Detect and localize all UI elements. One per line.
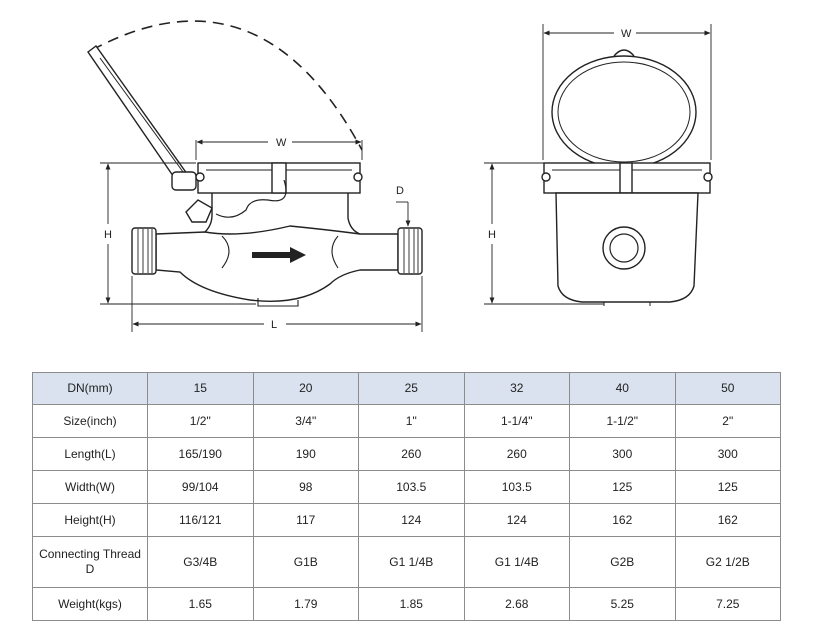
table-row-label: Weight(kgs) xyxy=(32,587,148,621)
side-view-dimensions xyxy=(100,139,423,332)
front-lid xyxy=(551,55,697,169)
table-cell: 1" xyxy=(358,404,465,438)
table-cell: 1.85 xyxy=(358,587,465,621)
table-cell: G2B xyxy=(569,536,676,588)
front-view-dimensions xyxy=(484,24,712,305)
table-cell: 3/4" xyxy=(252,404,359,438)
table-row-label: Width(W) xyxy=(32,470,148,504)
side-length-label: L xyxy=(271,319,277,331)
front-view xyxy=(541,49,713,306)
table-cell: 2.68 xyxy=(463,587,570,621)
table-header-row: DN(mm) 15 20 25 32 40 50 xyxy=(32,372,781,405)
thread-label: D xyxy=(396,185,404,197)
table-row: Connecting Thread D G3/4B G1B G1 1/4B G1… xyxy=(32,536,781,588)
table-header-cell: 25 xyxy=(358,372,465,405)
meter-body xyxy=(155,225,399,302)
open-lid xyxy=(87,45,191,188)
table-cell: 125 xyxy=(569,470,676,504)
front-pipe-opening xyxy=(602,226,646,270)
table-cell: 103.5 xyxy=(463,470,570,504)
front-height-label: H xyxy=(488,229,496,241)
side-view xyxy=(87,20,423,307)
table-cell: 5.25 xyxy=(569,587,676,621)
table-cell: 99/104 xyxy=(147,470,254,504)
table-cell: G3/4B xyxy=(147,536,254,588)
table-cell: G1B xyxy=(252,536,359,588)
table-cell: 162 xyxy=(569,503,676,537)
table-cell: 103.5 xyxy=(358,470,465,504)
table-cell: 1-1/4" xyxy=(463,404,570,438)
table-row-label: Connecting Thread D xyxy=(32,536,148,588)
table-row: Length(L) 165/190 190 260 260 300 300 xyxy=(32,437,781,471)
table-cell: 1-1/2" xyxy=(569,404,676,438)
table-cell: G1 1/4B xyxy=(463,536,570,588)
table-row-label: Length(L) xyxy=(32,437,148,471)
table-cell: 1.79 xyxy=(252,587,359,621)
table-cell: G1 1/4B xyxy=(358,536,465,588)
table-cell: 1/2" xyxy=(147,404,254,438)
table-cell: 98 xyxy=(252,470,359,504)
table-cell: 190 xyxy=(252,437,359,471)
table-row-label: Size(inch) xyxy=(32,404,148,438)
table-row: Size(inch) 1/2" 3/4" 1" 1-1/4" 1-1/2" 2" xyxy=(32,404,781,438)
table-header-cell: DN(mm) xyxy=(32,372,148,405)
table-row: Height(H) 116/121 117 124 124 162 162 xyxy=(32,503,781,537)
table-cell: 125 xyxy=(674,470,781,504)
front-width-label: W xyxy=(621,28,632,40)
table-header-cell: 40 xyxy=(569,372,676,405)
specification-table: DN(mm) 15 20 25 32 40 50 Size(inch) 1/2"… xyxy=(32,372,781,621)
side-height-label: H xyxy=(104,229,112,241)
table-header-cell: 20 xyxy=(252,372,359,405)
table-cell: 300 xyxy=(674,437,781,471)
table-row-label: Height(H) xyxy=(32,503,148,537)
table-header-cell: 15 xyxy=(147,372,254,405)
table-cell: 300 xyxy=(569,437,676,471)
table-cell: 260 xyxy=(463,437,570,471)
table-cell: 7.25 xyxy=(674,587,781,621)
table-cell: 117 xyxy=(252,503,359,537)
table-cell: 260 xyxy=(358,437,465,471)
table-cell: 165/190 xyxy=(147,437,254,471)
seal xyxy=(185,199,213,223)
technical-drawing: W H L D W H xyxy=(87,20,713,332)
table-header-cell: 50 xyxy=(674,372,781,405)
table-cell: 162 xyxy=(674,503,781,537)
table-cell: G2 1/2B xyxy=(674,536,781,588)
table-cell: 1.65 xyxy=(147,587,254,621)
table-row: Weight(kgs) 1.65 1.79 1.85 2.68 5.25 7.2… xyxy=(32,587,781,621)
seal-wire xyxy=(215,179,287,218)
side-width-label: W xyxy=(276,137,287,149)
table-cell: 124 xyxy=(358,503,465,537)
table-cell: 2" xyxy=(674,404,781,438)
table-cell: 116/121 xyxy=(147,503,254,537)
table-header-cell: 32 xyxy=(463,372,570,405)
front-lid-hinge-tab xyxy=(613,49,635,57)
flow-direction-arrow xyxy=(252,247,306,263)
lid-swing-arc xyxy=(91,20,363,151)
table-cell: 124 xyxy=(463,503,570,537)
table-row: Width(W) 99/104 98 103.5 103.5 125 125 xyxy=(32,470,781,504)
